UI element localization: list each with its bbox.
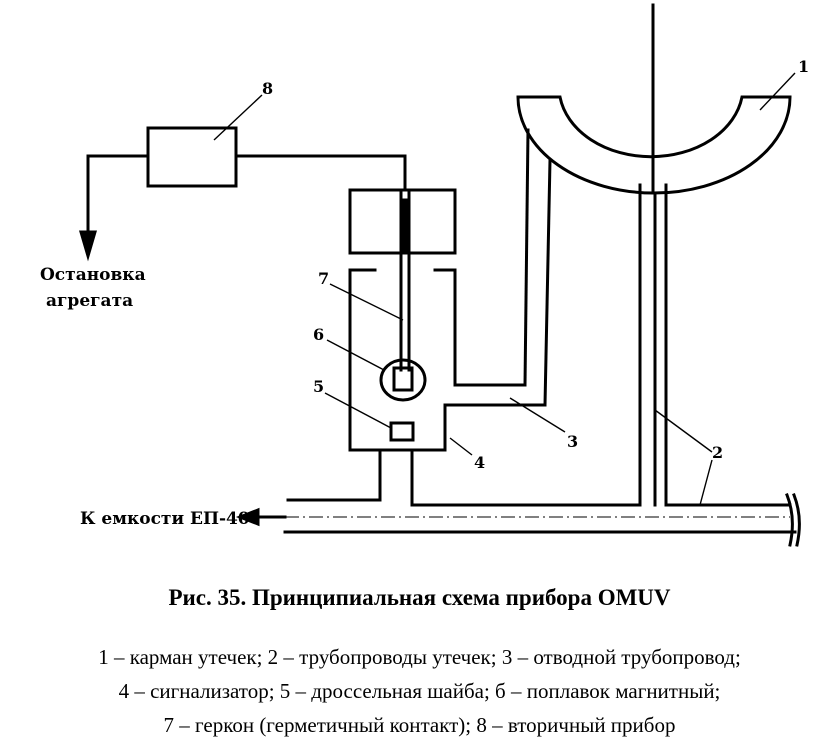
throttle-washer — [389, 421, 415, 442]
leader-2a — [654, 409, 713, 453]
pipe-break-mark-2 — [792, 493, 801, 547]
figure-title: Рис. 35. Принципиальная схема прибора OM… — [168, 585, 671, 610]
callout-8: 8 — [262, 79, 273, 98]
stop-signal-line — [86, 154, 150, 242]
signalizer-body-left — [348, 268, 547, 452]
callout-6: 6 — [313, 325, 324, 344]
reed-contact — [399, 198, 411, 252]
callout-3: 3 — [567, 432, 578, 451]
legend-line-3: 7 – геркон (герметичный контакт); 8 – вт… — [163, 713, 676, 737]
stop-arrow-icon — [79, 230, 97, 262]
leader-4 — [449, 437, 473, 456]
secondary-instrument-box — [146, 126, 238, 188]
callout-7: 7 — [318, 269, 329, 288]
leader-5 — [324, 392, 392, 429]
schematic-diagram: Остановка агрегата К емкости ЕП-40 1 2 3… — [40, 3, 809, 547]
legend-line-1: 1 – карман утечек; 2 – трубопроводы утеч… — [98, 645, 741, 669]
callout-5: 5 — [313, 377, 324, 396]
tank-label: К емкости ЕП-40 — [80, 509, 250, 529]
magnetic-float — [379, 358, 427, 402]
stop-label-line1: Остановка — [40, 265, 146, 285]
leader-7 — [329, 283, 404, 321]
outlet-pipe-inner — [523, 128, 530, 387]
stop-label-line2: агрегата — [46, 291, 133, 311]
signalizer-body-right — [433, 268, 527, 387]
leader-6 — [326, 339, 385, 371]
pipe-break-mark — [785, 493, 794, 547]
leader-3 — [509, 397, 566, 433]
leader-2b — [699, 459, 713, 506]
signal-cable-line — [234, 154, 407, 192]
callout-4: 4 — [474, 453, 485, 472]
leader-1 — [759, 72, 796, 111]
leak-pocket — [516, 95, 792, 195]
float-magnet — [392, 366, 414, 392]
leader-8 — [213, 94, 263, 141]
outlet-pipe-outer — [543, 158, 552, 407]
flow-arrow-icon — [235, 507, 260, 527]
legend-line-2: 4 – сигнализатор; 5 – дроссельная шайба;… — [118, 679, 721, 703]
callout-2: 2 — [712, 443, 723, 462]
callout-1: 1 — [798, 57, 809, 76]
